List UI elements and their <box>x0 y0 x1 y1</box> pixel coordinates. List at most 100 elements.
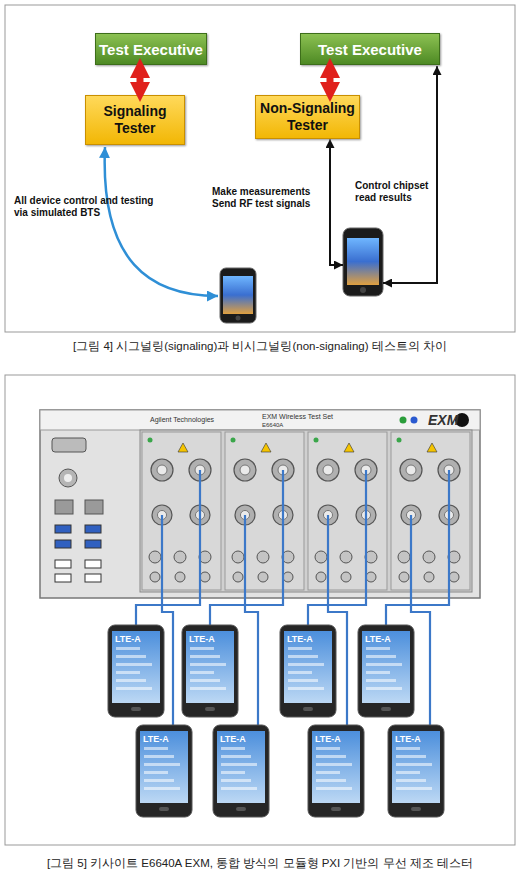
phone-body <box>220 268 256 323</box>
phone-illustration <box>358 625 414 717</box>
brand-name: Agilent Technologies <box>150 416 250 424</box>
screen-text-line <box>316 787 352 790</box>
phone-body <box>388 725 444 817</box>
module-bay <box>140 430 472 592</box>
screen-text-line <box>316 763 352 766</box>
phone-button <box>411 807 421 811</box>
rf-connector-center <box>406 465 416 475</box>
screen-text-line <box>144 771 168 774</box>
annotation: Control chipset read results <box>355 180 433 204</box>
phone-body <box>280 625 336 717</box>
rf-connector-center <box>323 465 333 475</box>
module-panel <box>308 432 387 590</box>
phone-button <box>236 807 246 811</box>
power-button <box>455 413 469 427</box>
phone-illustration <box>343 228 383 296</box>
test-cable <box>308 470 366 627</box>
screen-text-line <box>396 747 420 750</box>
lan-port <box>55 500 73 514</box>
phone-illustration <box>136 725 192 817</box>
warning-symbol <box>344 443 354 452</box>
screen-text-line <box>116 663 152 666</box>
usb-port <box>85 574 101 582</box>
screen-text: LTE-A <box>395 734 435 744</box>
screen-text-line <box>288 679 318 682</box>
phone-body <box>182 625 238 717</box>
model-number: E6640A <box>262 422 322 429</box>
small-connector <box>257 551 269 563</box>
phone-illustration <box>308 725 364 817</box>
screen-text: LTE-A <box>220 734 260 744</box>
small-connector <box>423 551 435 563</box>
connector <box>64 474 72 482</box>
usb-port <box>55 540 71 548</box>
warning-symbol <box>178 443 188 452</box>
screen-text-line <box>144 747 168 750</box>
tester-box: Signaling Tester <box>85 95 185 145</box>
phone-body <box>213 725 269 817</box>
double-arrow <box>137 78 144 82</box>
small-connector <box>399 572 409 582</box>
product-badge: EXM <box>428 412 456 428</box>
small-connector <box>233 572 243 582</box>
instrument-header <box>40 410 480 430</box>
screen-text-line <box>288 647 312 650</box>
wire-group <box>136 470 449 727</box>
figure-caption: [그림 5] 키사이트 E6640A EXM, 통합 방식의 모듈형 PXI 기… <box>0 856 520 870</box>
phone-screen <box>312 731 360 803</box>
usb-port <box>55 574 71 582</box>
screen-text-line <box>288 655 318 658</box>
screen-text-line <box>116 671 140 674</box>
instrument-body <box>40 410 480 598</box>
phone-button <box>236 316 241 321</box>
control-arrow <box>105 147 218 296</box>
screen-text-line <box>144 755 174 758</box>
box-text: Non-Signaling Tester <box>256 100 359 134</box>
test-cable <box>245 515 258 727</box>
screen-text-line <box>366 679 396 682</box>
phone-body <box>108 625 164 717</box>
phone-screen <box>112 631 160 703</box>
screen-text-line <box>366 671 390 674</box>
screen-text-line <box>316 755 346 758</box>
test-cable <box>136 470 200 627</box>
module-led <box>314 438 319 443</box>
small-connector <box>149 551 161 563</box>
screen-text: LTE-A <box>189 634 229 644</box>
lan-port <box>85 500 103 514</box>
screen-text-line <box>144 763 180 766</box>
screen-text-line <box>316 779 346 782</box>
rf-connector <box>151 459 173 481</box>
test-cable <box>386 470 449 627</box>
screen-text-line <box>366 687 402 690</box>
screen-text-line <box>190 671 214 674</box>
phone-button <box>205 707 215 711</box>
module-led <box>148 438 153 443</box>
small-connector <box>316 572 326 582</box>
screen-text-line <box>288 671 312 674</box>
screen-text-line <box>116 647 140 650</box>
screen-text: LTE-A <box>315 734 355 744</box>
screen-text-line <box>144 779 174 782</box>
connector <box>59 469 77 487</box>
screen-text-line <box>221 747 245 750</box>
screen-text-line <box>116 655 146 658</box>
box-text: Test Executive <box>99 41 203 58</box>
screen-text-line <box>396 763 432 766</box>
tester-box: Non-Signaling Tester <box>255 95 360 139</box>
usb-port <box>85 540 101 548</box>
usb-port <box>55 525 71 533</box>
status-led <box>400 417 407 424</box>
phone-illustration <box>182 625 238 717</box>
small-connector <box>150 572 160 582</box>
small-connector <box>424 572 434 582</box>
screen-text: LTE-A <box>143 734 183 744</box>
vga-port <box>52 438 86 452</box>
screen-text-line <box>366 655 396 658</box>
screen-text-line <box>396 755 426 758</box>
module-led <box>397 438 402 443</box>
small-connector <box>398 551 410 563</box>
chipset-arrow <box>383 66 437 283</box>
measurement-arrow <box>330 139 343 265</box>
